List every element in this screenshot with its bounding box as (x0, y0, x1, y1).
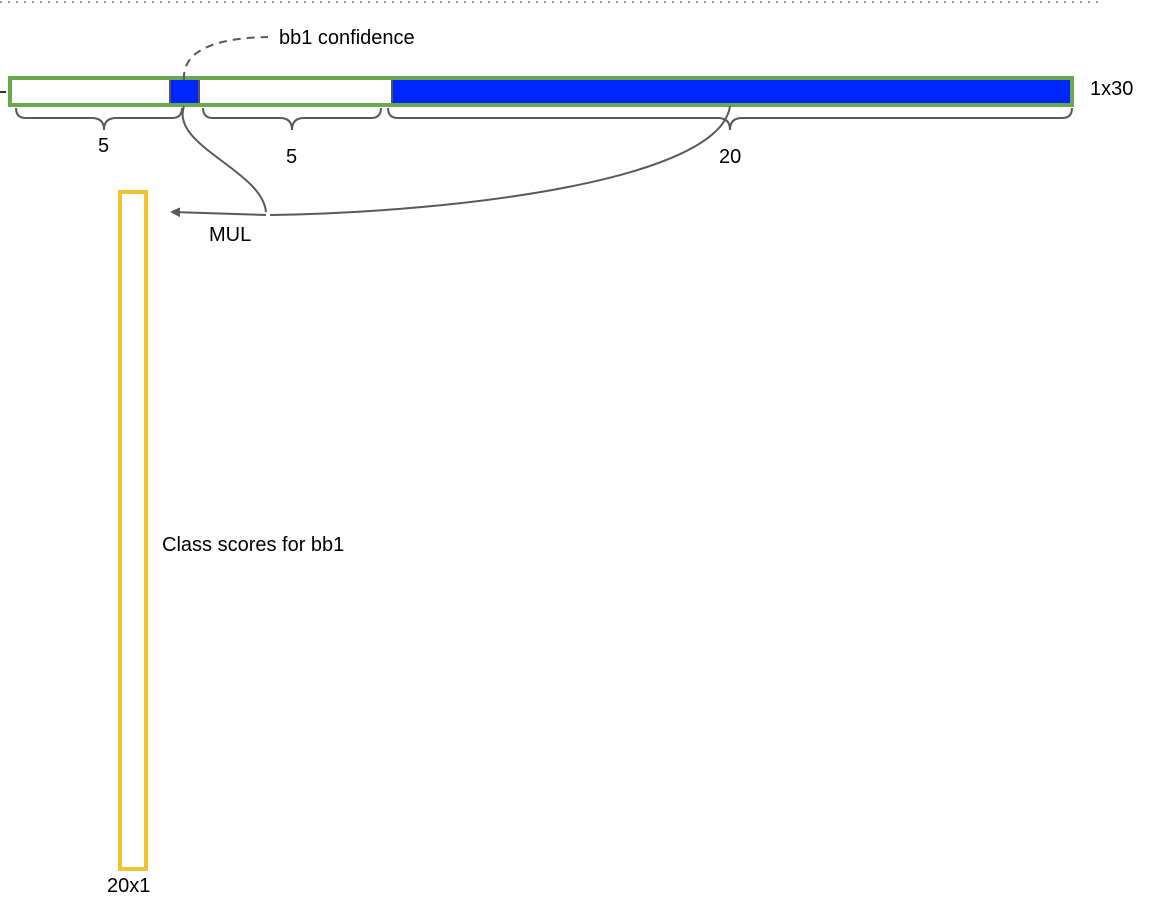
connector-from-confidence (181, 105, 267, 213)
segment-1-count: 5 (98, 135, 109, 157)
brace-segment-1 (15, 107, 183, 131)
connector-from-class-scores (269, 105, 731, 216)
brace-segment-2 (202, 107, 382, 131)
vector-row (8, 76, 1074, 107)
segment-bb2 (199, 78, 392, 105)
mul-arrow (170, 207, 267, 218)
segment-2-count: 5 (286, 146, 297, 168)
confidence-label: bb1 confidence (279, 27, 415, 49)
confidence-callout-line (182, 36, 269, 81)
segment-class-scores (392, 78, 1072, 105)
row-shape-label: 1x30 (1090, 78, 1133, 100)
class-scores-column (118, 190, 148, 871)
segment-3-count: 20 (719, 146, 741, 168)
mul-label: MUL (209, 224, 251, 246)
segment-bbox-coords (10, 78, 170, 105)
column-caption: Class scores for bb1 (162, 534, 344, 556)
brace-segment-3 (387, 107, 1073, 131)
segment-bb1-confidence (170, 78, 199, 105)
column-shape-label: 20x1 (107, 875, 150, 897)
row-outline (8, 76, 1074, 107)
